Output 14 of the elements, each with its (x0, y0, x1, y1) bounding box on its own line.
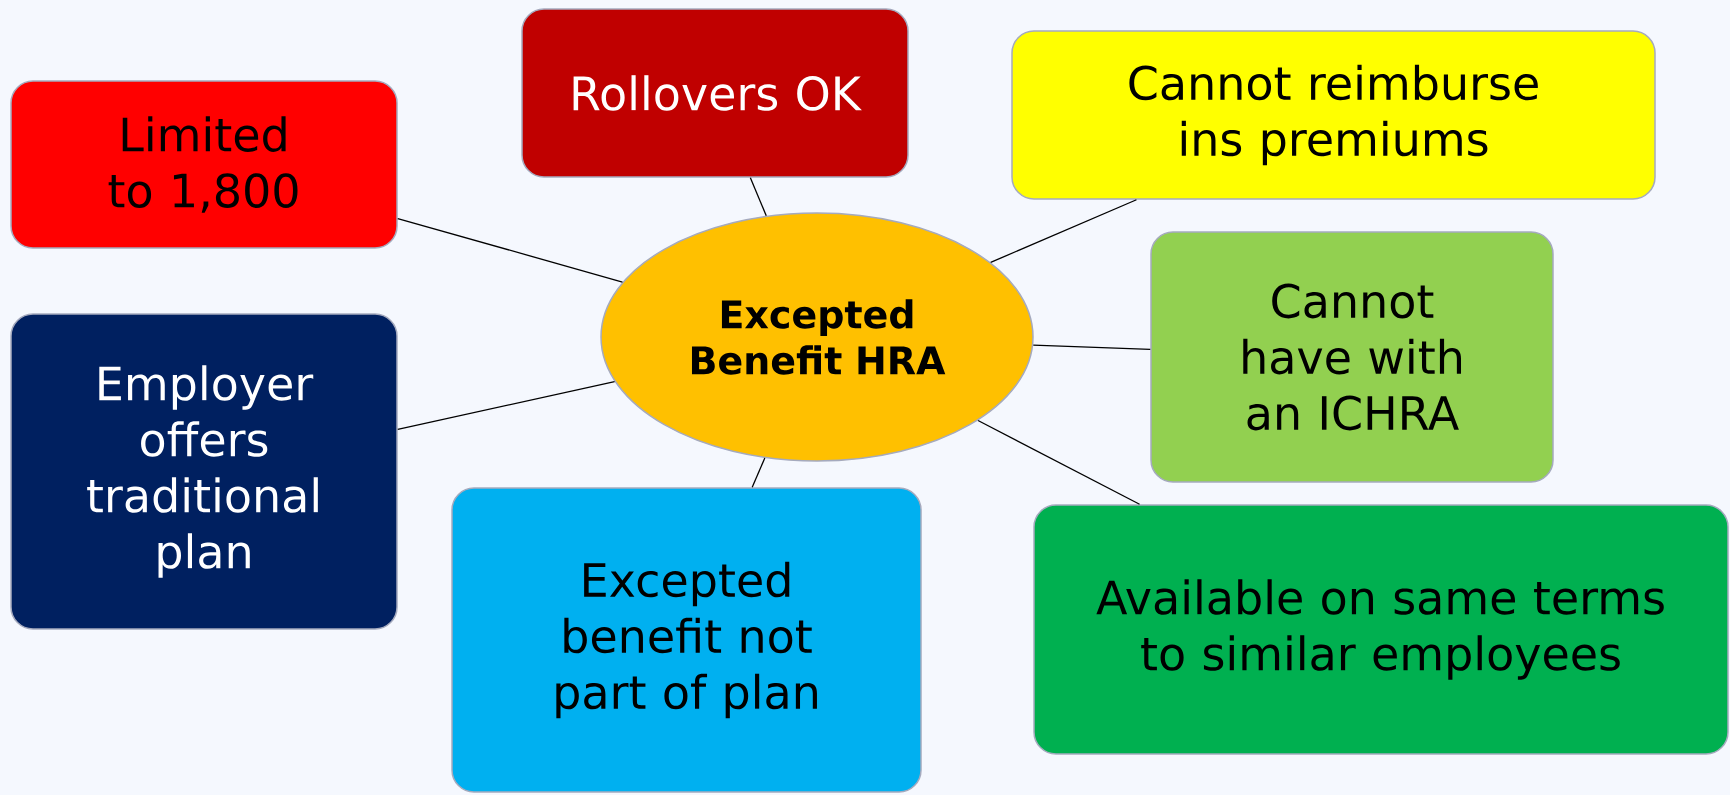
topic-box: Limited to 1,800 (10, 80, 398, 249)
topic-box: Rollovers OK (521, 8, 909, 178)
connector-line (751, 457, 766, 488)
connector-line (397, 380, 616, 430)
topic-box: Excepted benefit not part of plan (451, 487, 922, 793)
connector-line (1032, 344, 1151, 351)
connector-line (749, 177, 767, 217)
connector-line (977, 419, 1141, 505)
connector-line (397, 217, 624, 283)
topic-box: Employer offers traditional plan (10, 313, 398, 630)
connector-line (990, 199, 1138, 263)
topic-box: Cannot reimburse ins premiums (1011, 30, 1656, 200)
topic-box: Available on same terms to similar employees (1033, 504, 1729, 755)
topic-box: Cannot have with an ICHRA (1150, 231, 1554, 483)
